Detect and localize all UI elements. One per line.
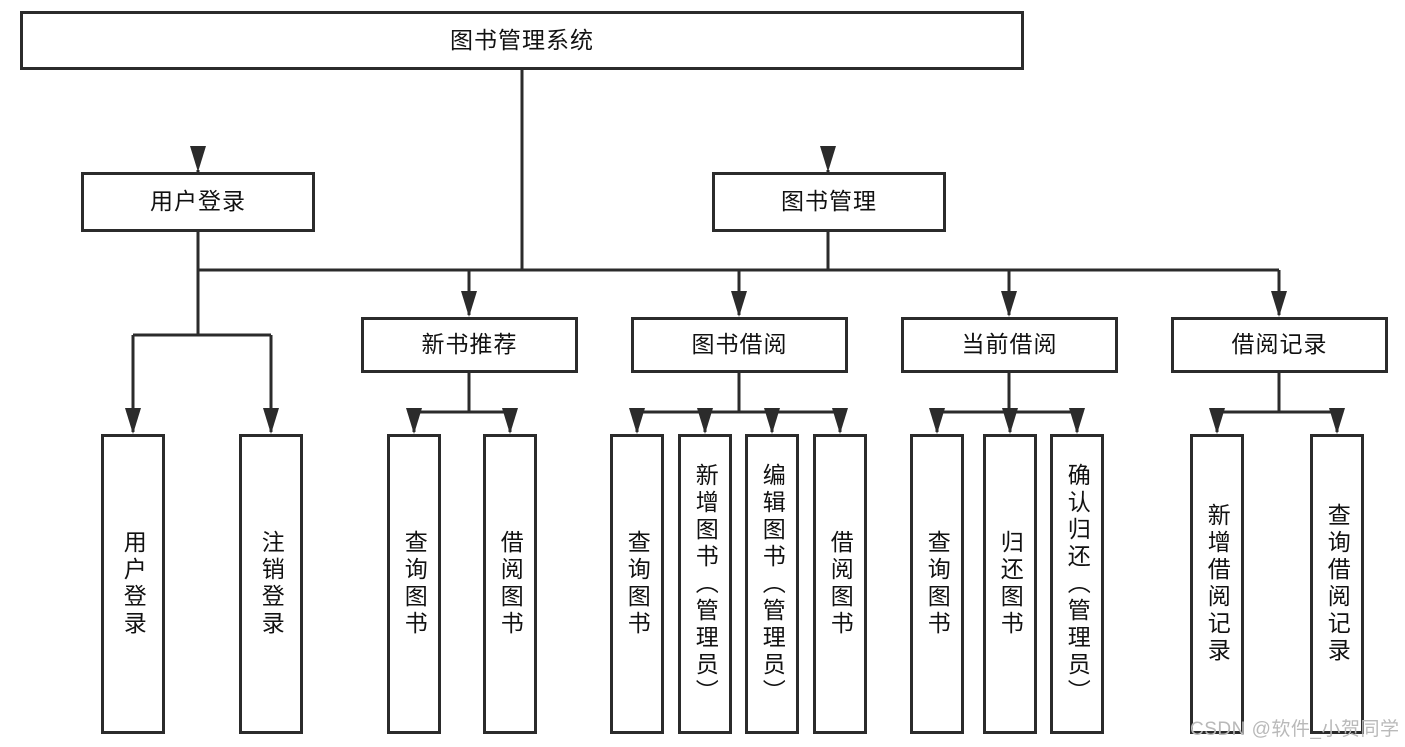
node-l3-current[interactable]: 当前借阅 xyxy=(901,317,1118,373)
arrowhead-newbook-children-1 xyxy=(502,408,518,434)
arrowhead-borrow-children-1 xyxy=(697,408,713,434)
node-l2-book-mgmt[interactable]: 图书管理 xyxy=(712,172,946,232)
node-label: 借阅图书 xyxy=(497,530,524,638)
node-l2-login[interactable]: 用户登录 xyxy=(81,172,315,232)
node-label: 图书管理系统 xyxy=(450,26,594,53)
node-label: 新增借阅记录 xyxy=(1204,503,1231,665)
arrowhead-borrow-children-3 xyxy=(832,408,848,434)
node-l4-nb-query[interactable]: 查询图书 xyxy=(387,434,441,734)
arrowhead-current-children-0 xyxy=(929,408,945,434)
arrowhead-bookmgmt-children-3 xyxy=(1271,291,1287,317)
node-label: 查询借阅记录 xyxy=(1324,503,1351,665)
node-label: 图书管理 xyxy=(781,188,877,215)
arrowhead-root-children-0 xyxy=(190,146,206,172)
node-label: 用户登录 xyxy=(150,188,246,215)
arrowhead-login-children-0 xyxy=(125,408,141,434)
node-label: 查询图书 xyxy=(401,530,428,638)
arrowhead-root-children-1 xyxy=(820,146,836,172)
node-l4-nb-borrow[interactable]: 借阅图书 xyxy=(483,434,537,734)
arrowhead-borrow-children-0 xyxy=(629,408,645,434)
node-l4-cu-query[interactable]: 查询图书 xyxy=(910,434,964,734)
node-l3-record[interactable]: 借阅记录 xyxy=(1171,317,1388,373)
node-label: 归还图书 xyxy=(997,530,1024,638)
node-label: 新增图书（管理员） xyxy=(692,462,719,706)
node-l4-bo-borrow[interactable]: 借阅图书 xyxy=(813,434,867,734)
node-l4-bo-edit[interactable]: 编辑图书（管理员） xyxy=(745,434,799,734)
node-l4-re-query[interactable]: 查询借阅记录 xyxy=(1310,434,1364,734)
node-l4-user-logout[interactable]: 注销登录 xyxy=(239,434,303,734)
arrowhead-borrow-children-2 xyxy=(764,408,780,434)
node-l4-cu-return[interactable]: 归还图书 xyxy=(983,434,1037,734)
node-root[interactable]: 图书管理系统 xyxy=(20,11,1024,70)
node-l4-cu-confirm[interactable]: 确认归还（管理员） xyxy=(1050,434,1104,734)
node-label: 确认归还（管理员） xyxy=(1064,462,1091,706)
arrowhead-bookmgmt-children-0 xyxy=(461,291,477,317)
node-label: 借阅记录 xyxy=(1231,331,1328,358)
node-label: 当前借阅 xyxy=(961,331,1058,358)
node-l3-borrow[interactable]: 图书借阅 xyxy=(631,317,848,373)
arrowhead-current-children-1 xyxy=(1002,408,1018,434)
arrowhead-record-children-0 xyxy=(1209,408,1225,434)
node-label: 用户登录 xyxy=(120,530,147,638)
node-label: 编辑图书（管理员） xyxy=(759,462,786,706)
node-l4-bo-add[interactable]: 新增图书（管理员） xyxy=(678,434,732,734)
arrowhead-newbook-children-0 xyxy=(406,408,422,434)
node-label: 图书借阅 xyxy=(691,331,788,358)
arrowhead-record-children-1 xyxy=(1329,408,1345,434)
arrowhead-bookmgmt-children-2 xyxy=(1001,291,1017,317)
node-l4-re-add[interactable]: 新增借阅记录 xyxy=(1190,434,1244,734)
node-label: 借阅图书 xyxy=(827,530,854,638)
node-label: 查询图书 xyxy=(924,530,951,638)
node-label: 注销登录 xyxy=(258,530,285,638)
node-l4-user-login[interactable]: 用户登录 xyxy=(101,434,165,734)
node-label: 查询图书 xyxy=(624,530,651,638)
node-label: 新书推荐 xyxy=(421,331,518,358)
arrowhead-current-children-2 xyxy=(1069,408,1085,434)
node-l3-new-book[interactable]: 新书推荐 xyxy=(361,317,578,373)
arrowhead-login-children-1 xyxy=(263,408,279,434)
node-l4-bo-query[interactable]: 查询图书 xyxy=(610,434,664,734)
arrowhead-bookmgmt-children-1 xyxy=(731,291,747,317)
